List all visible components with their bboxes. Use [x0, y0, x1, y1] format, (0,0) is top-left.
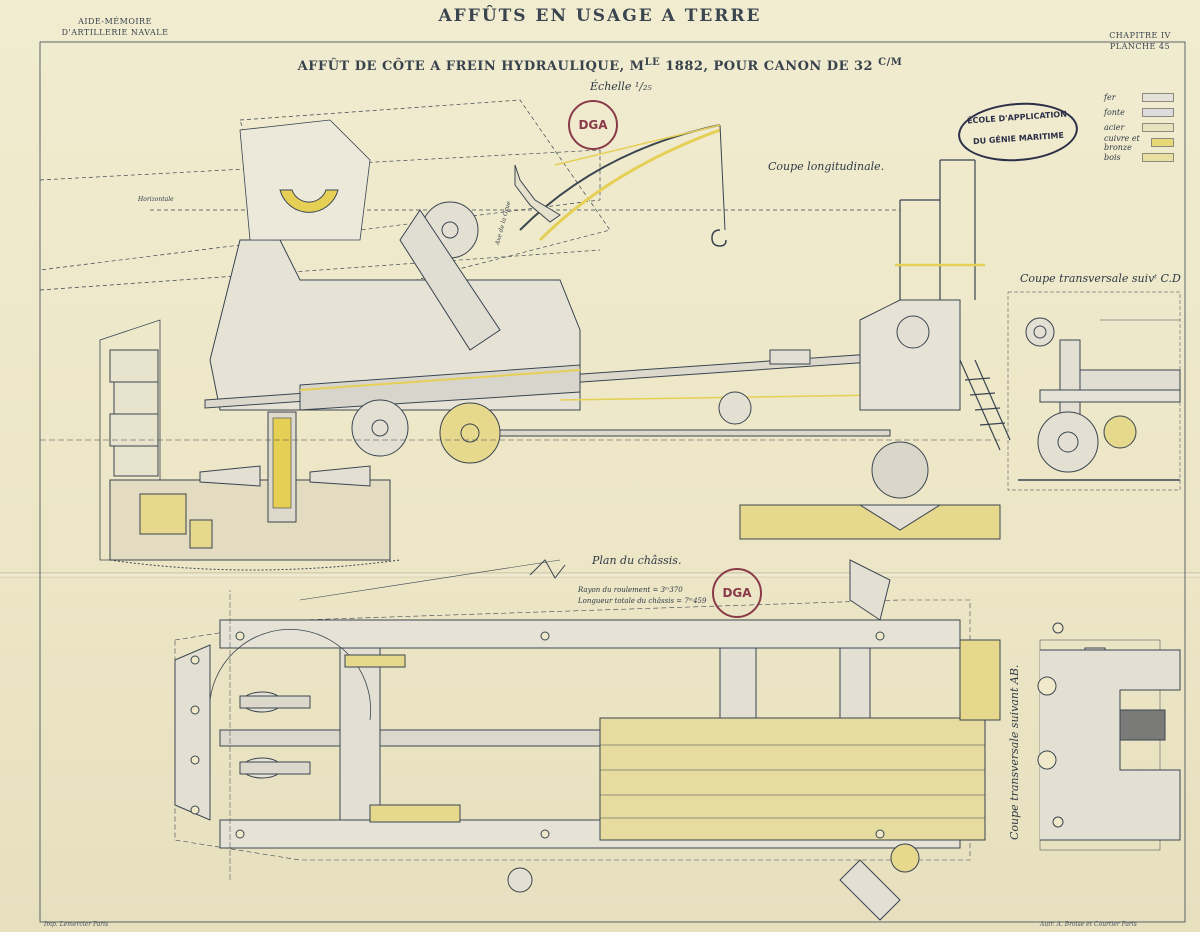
gear-wheel-brass — [439, 402, 501, 464]
subtitle-sup2: C/M — [878, 57, 903, 68]
scale-label: Échelle ¹/₂₅ — [590, 80, 652, 93]
annot-rayon: Rayon du roulement = 3ᵐ370 — [578, 586, 683, 594]
rear-plate — [174, 644, 211, 821]
legend-label: acier — [1104, 123, 1125, 132]
transversal-section-ab — [1037, 622, 1181, 851]
footer-lithographer: Autr. A. Broise et Courtier Paris — [1040, 921, 1137, 928]
recoil-cylinder — [204, 349, 901, 437]
plate-frame — [39, 41, 1186, 923]
chassis-plan — [174, 559, 1001, 921]
wood-block — [139, 493, 187, 535]
plate-title: AFFÛTS EN USAGE A TERRE — [438, 6, 762, 26]
header-left-line2: D'ARTILLERIE NAVALE — [61, 28, 169, 37]
legend-label: fer — [1104, 93, 1116, 102]
footer-printer: Imp. Lemercier Paris — [44, 921, 109, 928]
wood-deck — [599, 717, 986, 841]
legend-label: fonte — [1104, 108, 1125, 117]
drawing-subtitle: AFFÛT DE CÔTE A FREIN HYDRAULIQUE, MLE 1… — [0, 57, 1200, 74]
dga-stamp-bottom: DGA — [712, 568, 762, 618]
paper-fold — [0, 572, 1200, 578]
legend-row-cuivre: cuivre et bronze — [1104, 133, 1174, 152]
legend-swatch — [1142, 93, 1174, 102]
material-legend: fer fonte acier cuivre et bronze bois — [1104, 90, 1174, 165]
masonry-parapet — [99, 319, 161, 561]
annot-horizontale: Horizontale — [138, 196, 174, 203]
wheel-cd — [1037, 411, 1099, 473]
header-left-line1: AIDE-MÉMOIRE — [78, 17, 152, 26]
legend-row-acier: acier — [1104, 120, 1174, 135]
dga-stamp-top: DGA — [568, 100, 618, 150]
header-left: AIDE-MÉMOIRE D'ARTILLERIE NAVALE — [50, 16, 180, 38]
subtitle-part2: 1882, POUR CANON DE 32 — [660, 59, 879, 74]
subtitle-part1: AFFÛT DE CÔTE A FREIN HYDRAULIQUE, M — [297, 59, 645, 74]
legend-swatch — [1142, 123, 1174, 132]
legend-swatch — [1142, 108, 1174, 117]
transversal-section-cd — [1007, 291, 1181, 491]
roller-wheel — [718, 391, 752, 425]
loading-crane — [514, 124, 727, 247]
rail-left — [219, 619, 961, 649]
subtitle-sup1: LE — [644, 57, 661, 68]
wheel-rear — [351, 399, 409, 457]
pivot-wheel — [871, 441, 929, 499]
legend-swatch — [1150, 138, 1174, 147]
legend-swatch — [1142, 153, 1174, 162]
header-right: CHAPITRE IV PLANCHE 45 — [1090, 30, 1190, 52]
gear-train — [369, 804, 461, 823]
label-transversal-cd: Coupe transversale suivᵗ C.D — [1020, 272, 1181, 285]
label-longitudinal: Coupe longitudinale. — [768, 160, 885, 173]
longitudinal-section — [39, 99, 1011, 571]
access-ladder — [895, 159, 1011, 451]
trunnion-brass — [279, 189, 339, 213]
annot-longueur: Longueur totale du châssis = 7ᵐ459 — [578, 597, 707, 605]
legend-label: bois — [1104, 153, 1121, 162]
legend-row-bois: bois — [1104, 150, 1174, 165]
label-chassis-plan: Plan du châssis. — [592, 554, 682, 567]
plate-number: PLANCHE 45 — [1109, 42, 1171, 51]
legend-row-fer: fer — [1104, 90, 1174, 105]
legend-row-fonte: fonte — [1104, 105, 1174, 120]
carriage-body — [209, 239, 581, 411]
front-pivot — [859, 299, 961, 411]
legend-label: cuivre et bronze — [1104, 133, 1140, 152]
chapter-label: CHAPITRE IV — [1109, 31, 1171, 40]
plan-buffers — [239, 691, 311, 779]
